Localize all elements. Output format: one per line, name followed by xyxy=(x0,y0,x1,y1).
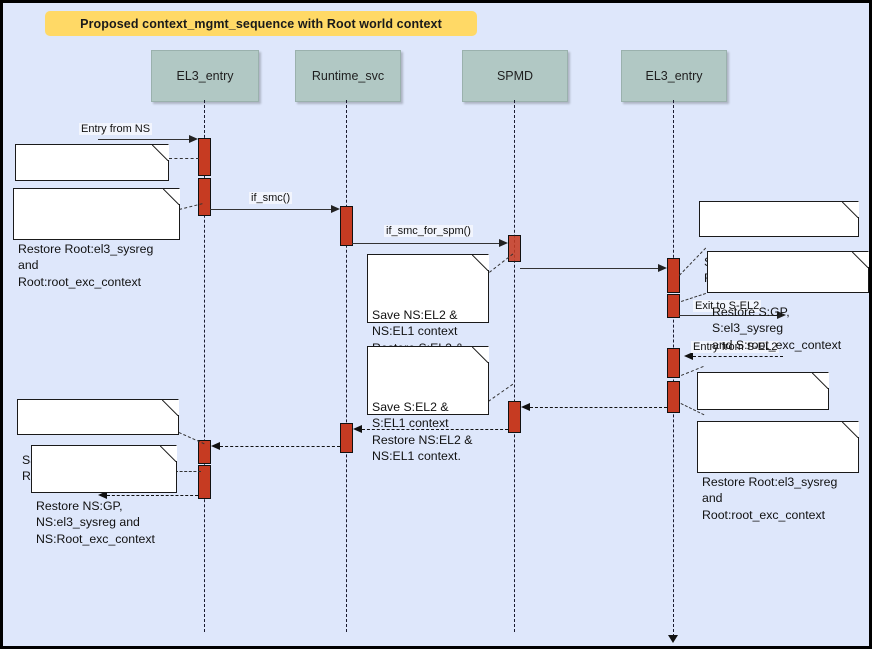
note-fold-edge-icon xyxy=(163,188,180,205)
actor-box-el3-entry-ns[interactable]: EL3_entry xyxy=(151,50,259,102)
activation-el3-entry-ns-3 xyxy=(198,440,211,464)
note-fold-edge-icon xyxy=(852,251,869,268)
message-arrowhead-return-el3-entry-ns-to-external xyxy=(98,490,107,499)
note-save-ns-gp: Save NS:GP and NS:Root_exc_context xyxy=(15,144,169,228)
activation-el3-entry-ns-1 xyxy=(198,138,211,176)
note-link-1 xyxy=(169,158,199,159)
message-line-if-smc xyxy=(210,209,332,210)
message-label-if-smc-for-spm: if_smc_for_spm() xyxy=(384,225,473,237)
message-arrowhead-entry-from-s-el2 xyxy=(684,351,693,360)
message-arrowhead-return-runtime-svc-to-el3-entry-ns xyxy=(211,441,220,450)
lifeline-spmd xyxy=(514,100,515,632)
lifeline-runtime-svc xyxy=(346,100,347,632)
note-restore-root-el3-sysreg-bottom: Restore Root:el3_sysreg and Root:root_ex… xyxy=(697,421,859,522)
activation-runtime-svc-1 xyxy=(340,206,353,246)
note-fold-edge-icon xyxy=(162,399,179,416)
actor-box-el3-entry-s[interactable]: EL3_entry xyxy=(621,50,727,102)
note-save-root-exc-context-left: Save Root:root_exc_context xyxy=(17,399,179,483)
message-arrowhead-spmd-to-el3-entry-s xyxy=(658,263,667,272)
note-fold-edge-icon xyxy=(160,445,177,462)
note-text: Restore S:GP, S:el3_sysreg and S:root_ex… xyxy=(712,304,842,352)
note-restore-root-el3-sysreg-top: Restore Root:el3_sysreg and Root:root_ex… xyxy=(13,188,180,289)
diagram-title-banner: Proposed context_mgmt_sequence with Root… xyxy=(45,11,477,36)
message-line-return-el3-entry-s-to-spmd xyxy=(530,407,667,408)
note-text: Restore Root:el3_sysreg and Root:root_ex… xyxy=(702,474,838,522)
note-fold-edge-icon xyxy=(472,346,489,363)
note-link-4 xyxy=(679,247,707,276)
activation-el3-entry-ns-2 xyxy=(198,178,211,216)
message-arrowhead-entry-from-ns xyxy=(189,134,198,143)
message-label-if-smc: if_smc() xyxy=(249,192,293,204)
note-fold-edge-icon xyxy=(842,201,859,218)
message-arrowhead-if-smc-for-spm xyxy=(499,238,508,247)
note-restore-s-gp-s-el3-sysreg: Restore S:GP, S:el3_sysreg and S:root_ex… xyxy=(707,251,869,352)
message-label-entry-from-s-el2: Entry from S-EL2 xyxy=(691,341,780,353)
activation-el3-entry-s-4 xyxy=(667,381,680,413)
actor-label: SPMD xyxy=(496,69,534,83)
note-fold-edge-icon xyxy=(152,144,169,161)
activation-el3-entry-s-1 xyxy=(667,258,680,293)
message-arrowhead-exit-to-s-el2 xyxy=(777,310,786,319)
activation-runtime-svc-2 xyxy=(340,423,353,453)
message-line-return-runtime-svc-to-el3-entry-ns xyxy=(220,446,340,447)
note-link-3 xyxy=(489,253,514,273)
activation-el3-entry-s-3 xyxy=(667,348,680,378)
actor-label: Runtime_svc xyxy=(311,69,385,83)
actor-label: EL3_entry xyxy=(176,69,234,83)
activation-spmd-2 xyxy=(508,401,521,433)
message-label-entry-from-ns: Entry from NS xyxy=(79,123,153,135)
note-restore-ns-gp: Restore NS:GP, NS:el3_sysreg and NS:Root… xyxy=(31,445,177,546)
note-fold-edge-icon xyxy=(812,372,829,389)
activation-spmd-1 xyxy=(508,235,521,262)
message-line-entry-from-s-el2 xyxy=(693,356,783,357)
message-line-entry-from-ns xyxy=(98,139,190,140)
lifeline-el3-entry-ns xyxy=(204,100,205,632)
note-text: Save S:EL2 & S:EL1 context Restore NS:EL… xyxy=(372,399,473,464)
note-save-s-gp: Save S:GP and S:root_exc_context xyxy=(697,372,829,456)
activation-el3-entry-ns-4 xyxy=(198,465,211,499)
message-line-return-spmd-to-runtime-svc xyxy=(362,429,508,430)
message-line-if-smc-for-spm xyxy=(352,243,500,244)
activation-el3-entry-s-2 xyxy=(667,294,680,318)
actor-box-spmd[interactable]: SPMD xyxy=(462,50,568,102)
message-line-exit-to-s-el2 xyxy=(679,315,778,316)
actor-label: EL3_entry xyxy=(645,69,703,83)
note-text: Restore NS:GP, NS:el3_sysreg and NS:Root… xyxy=(36,498,155,546)
message-arrowhead-if-smc xyxy=(331,204,340,213)
note-save-s-el2-restore-ns-el2: Save S:EL2 & S:EL1 context Restore NS:EL… xyxy=(367,346,489,463)
note-fold-edge-icon xyxy=(842,421,859,438)
note-save-ns-el2-restore-s-el2: Save NS:EL2 & NS:EL1 context Restore S:E… xyxy=(367,254,489,371)
page-title: Proposed context_mgmt_sequence with Root… xyxy=(80,16,442,31)
note-fold-edge-icon xyxy=(472,254,489,271)
message-label-exit-to-s-el2: Exit to S-EL2 xyxy=(693,300,762,312)
note-link-8 xyxy=(488,383,514,402)
note-link-9 xyxy=(178,432,205,445)
message-line-spmd-to-el3-entry-s xyxy=(520,268,659,269)
actor-box-runtime-svc[interactable]: Runtime_svc xyxy=(295,50,401,102)
message-arrowhead-return-el3-entry-s-to-spmd xyxy=(521,402,530,411)
note-text: Restore Root:el3_sysreg and Root:root_ex… xyxy=(18,241,154,289)
message-line-return-el3-entry-ns-to-external xyxy=(107,495,198,496)
note-save-root-exc-context-right: Save Root:root_exc_context xyxy=(699,201,859,285)
message-arrowhead-return-spmd-to-runtime-svc xyxy=(353,424,362,433)
lifeline-end-arrow-el3-entry-s xyxy=(668,635,678,643)
note-link-10 xyxy=(175,471,201,472)
